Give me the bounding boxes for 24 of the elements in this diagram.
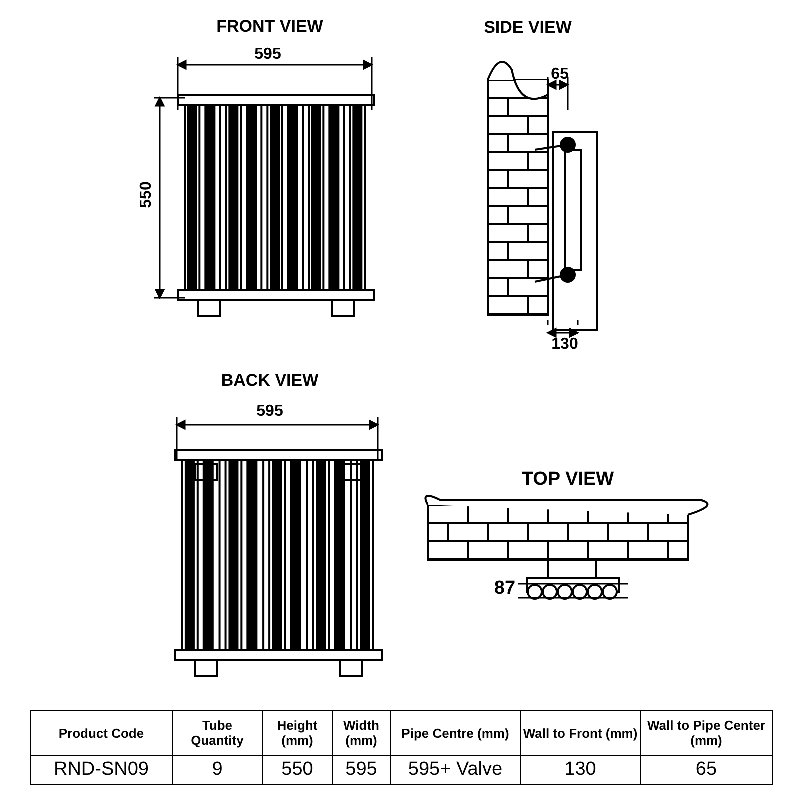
dimension-label: 595 <box>256 403 284 421</box>
table-cell: 9 <box>172 756 262 784</box>
dimension-label: 65 <box>551 66 569 84</box>
table-header-cell: Wall to Pipe Center (mm) <box>640 710 772 756</box>
dimension-label: 550 <box>138 182 156 208</box>
view-title: BACK VIEW <box>221 371 319 391</box>
dimension-label: 87 <box>494 578 516 600</box>
table-header-cell: Product Code <box>30 710 172 756</box>
view-title: FRONT VIEW <box>216 17 324 37</box>
dimension-label: 130 <box>552 336 578 354</box>
table-cell: 595+ Valve <box>390 756 520 784</box>
view-title: SIDE VIEW <box>484 18 572 38</box>
dimension-label: 595 <box>254 46 282 64</box>
table-header-cell: Pipe Centre (mm) <box>390 710 520 756</box>
table-cell: 595 <box>332 756 390 784</box>
table-cell: 550 <box>262 756 332 784</box>
table-header-cell: Tube Quantity <box>172 710 262 756</box>
table-header-cell: Width (mm) <box>332 710 390 756</box>
table-cell: RND-SN09 <box>30 756 172 784</box>
view-title: TOP VIEW <box>522 469 614 491</box>
table-cell: 130 <box>520 756 640 784</box>
table-header-cell: Wall to Front (mm) <box>520 710 640 756</box>
table-cell: 65 <box>640 756 772 784</box>
table-header-cell: Height (mm) <box>262 710 332 756</box>
